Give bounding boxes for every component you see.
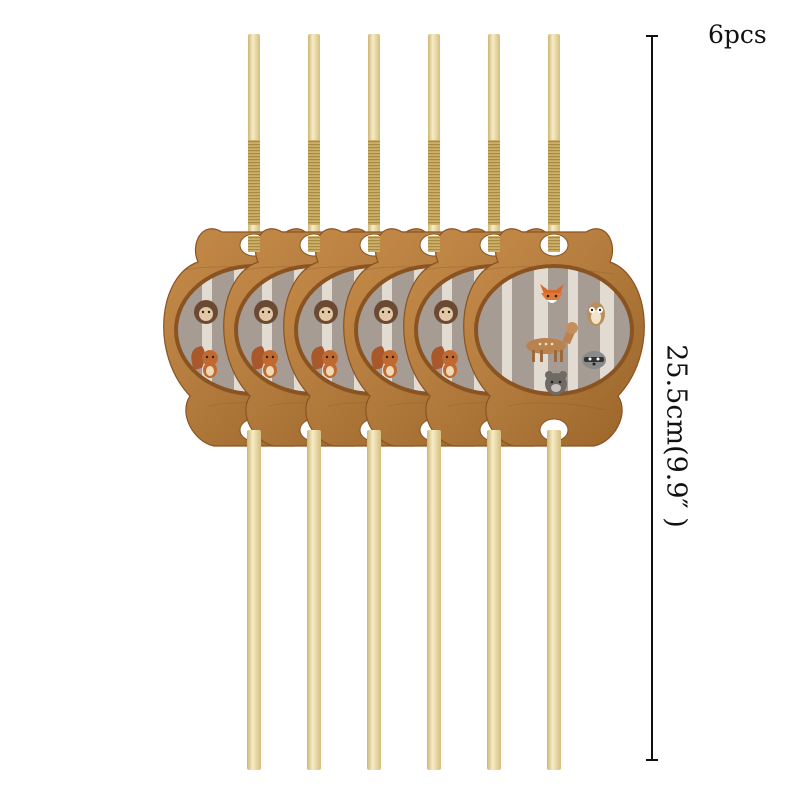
straw-top xyxy=(308,34,320,244)
quantity-label: 6pcs xyxy=(708,20,767,49)
straw-bottom xyxy=(427,236,441,770)
squirrel-icon xyxy=(371,346,398,378)
straw-top xyxy=(428,34,440,244)
topper-cards xyxy=(163,228,645,447)
straw-top xyxy=(488,34,500,244)
squirrel-icon xyxy=(191,346,218,378)
straw-bottom xyxy=(547,236,561,770)
hedgehog-icon xyxy=(194,300,218,324)
owl-icon xyxy=(587,302,605,326)
squirrel-icon xyxy=(431,346,458,378)
straw-top xyxy=(548,34,560,244)
hedgehog-icon xyxy=(374,300,398,324)
squirrel-icon xyxy=(311,346,338,378)
straw-bottom xyxy=(367,236,381,770)
dimension-label: 25.5cm(9.9″ ) xyxy=(660,344,692,528)
bear-icon xyxy=(545,371,567,395)
fox-icon xyxy=(540,284,564,303)
hedgehog-icon xyxy=(314,300,338,324)
deer-icon xyxy=(526,322,578,362)
hedgehog-icon xyxy=(254,300,278,324)
hedgehog-icon xyxy=(434,300,458,324)
raccoon-icon xyxy=(582,351,606,369)
straw-bottom xyxy=(247,236,261,770)
straw-top xyxy=(368,34,380,244)
straw-bottoms xyxy=(247,236,561,770)
straw-bottom xyxy=(307,236,321,770)
straw-bottom xyxy=(487,236,501,770)
straw-tops xyxy=(248,34,560,244)
squirrel-icon xyxy=(251,346,278,378)
straw-top xyxy=(248,34,260,244)
dimension-line xyxy=(646,35,658,761)
